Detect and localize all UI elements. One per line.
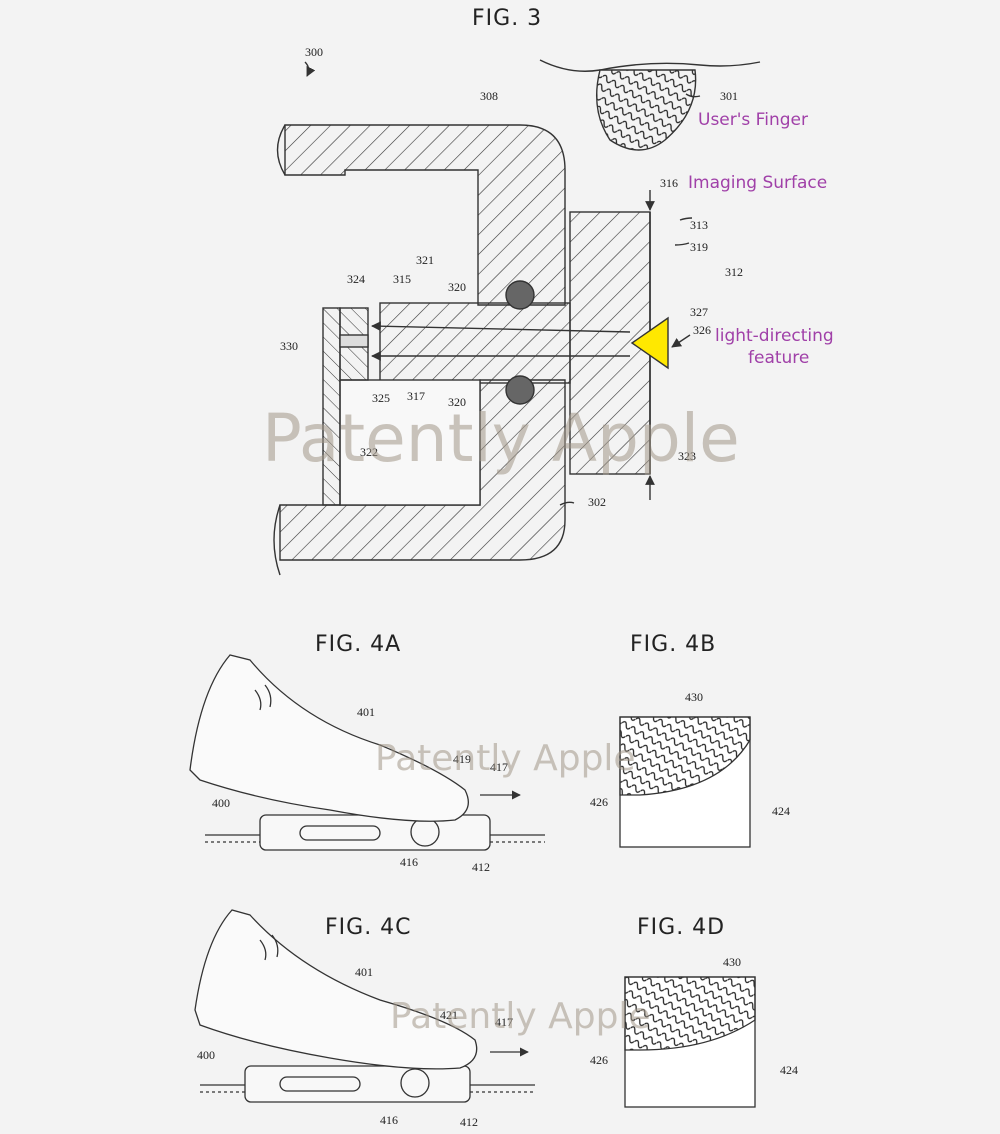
- ref-4a-417: 417: [490, 760, 508, 774]
- ref-300: 300: [305, 45, 323, 59]
- fingerprint-4d: [624, 976, 756, 1051]
- ref-326: 326: [693, 323, 711, 337]
- fingerprint-301: [595, 69, 697, 151]
- ref-4a-419: 419: [453, 752, 471, 766]
- annotation-feature: feature: [748, 348, 810, 368]
- ref-313: 313: [690, 218, 708, 232]
- ref-308: 308: [480, 89, 498, 103]
- ref-302: 302: [588, 495, 606, 509]
- housing-top: [284, 124, 566, 306]
- ref-319: 319: [690, 240, 708, 254]
- ref-316: 316: [660, 176, 678, 190]
- ref-4c-400: 400: [197, 1048, 215, 1062]
- ref-4c-412: 412: [460, 1115, 478, 1129]
- ref-312: 312: [725, 265, 743, 279]
- ref-4a-416: 416: [400, 855, 418, 869]
- ref-320b: 320: [448, 395, 466, 409]
- device-body-4c: [244, 1065, 471, 1103]
- ref-330: 330: [280, 339, 298, 353]
- ref-327: 327: [690, 305, 708, 319]
- ref-4d-426: 426: [590, 1053, 608, 1067]
- ref-4a-412: 412: [472, 860, 490, 874]
- light-directing-feature: [630, 316, 669, 370]
- ref-4d-430: 430: [723, 955, 741, 969]
- ref-4a-401: 401: [357, 705, 375, 719]
- ref-4c-421: 421: [440, 1008, 458, 1022]
- ref-301: 301: [720, 89, 738, 103]
- ref-317: 317: [407, 389, 425, 403]
- ref-321: 321: [416, 253, 434, 267]
- o-ring-bottom: [505, 375, 535, 405]
- ref-325: 325: [372, 391, 390, 405]
- ref-4a-400: 400: [212, 796, 230, 810]
- ref-4d-424: 424: [780, 1063, 798, 1077]
- ref-324: 324: [347, 272, 365, 286]
- fig4c-title: FIG. 4C: [325, 915, 412, 940]
- ref-4b-426: 426: [590, 795, 608, 809]
- fig4d-title: FIG. 4D: [637, 915, 726, 940]
- wall-322: [322, 307, 341, 506]
- ref-323: 323: [678, 449, 696, 463]
- fig4b-drawing: [619, 716, 751, 848]
- annotation-light-directing: light-directing: [715, 326, 834, 346]
- fig3-title: FIG. 3: [472, 6, 543, 31]
- crown-4c: [400, 1068, 430, 1098]
- annotation-users-finger: User's Finger: [698, 110, 808, 130]
- fingerprint-4b: [619, 716, 751, 796]
- ref-320a: 320: [448, 280, 466, 294]
- fig4a-drawing: [189, 654, 545, 851]
- ref-4c-417: 417: [495, 1015, 513, 1029]
- fig4a-title: FIG. 4A: [315, 632, 402, 657]
- ref-322: 322: [360, 445, 378, 459]
- fig4c-drawing: [194, 909, 535, 1103]
- finger-4a: [189, 654, 469, 822]
- fig4b-title: FIG. 4B: [630, 632, 717, 657]
- fig4d-drawing: [624, 976, 756, 1108]
- button-shaft: [379, 302, 571, 384]
- annotation-imaging-surface: Imaging Surface: [688, 173, 828, 193]
- ref-4c-401: 401: [355, 965, 373, 979]
- ref-4b-424: 424: [772, 804, 790, 818]
- o-ring-top: [505, 280, 535, 310]
- ref-4b-430: 430: [685, 690, 703, 704]
- ref-4c-416: 416: [380, 1113, 398, 1127]
- fig3-drawing: [273, 59, 761, 576]
- ref-315: 315: [393, 272, 411, 286]
